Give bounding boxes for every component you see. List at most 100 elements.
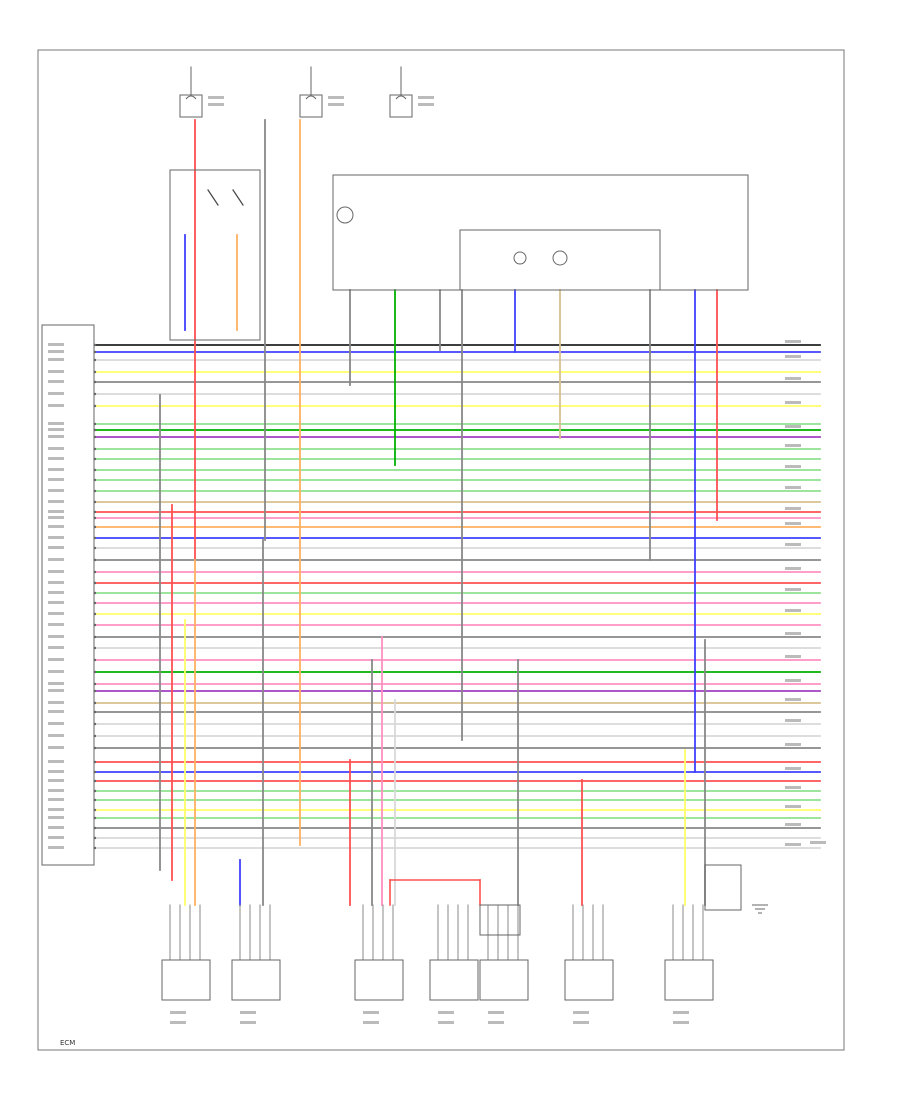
fuse-box [299,94,323,118]
label-mark [48,746,64,749]
transmission-range-switch [161,959,211,1001]
pin-labels [48,96,826,1024]
ground-block [704,864,742,911]
label-mark [673,1021,689,1024]
label-mark [48,570,64,573]
label-mark [48,468,64,471]
label-mark [48,525,64,528]
label-mark [785,609,801,612]
connector-icon [479,904,521,936]
label-mark [573,1011,589,1014]
label-mark [48,710,64,713]
ecm-label: ECM [60,1039,75,1047]
label-mark [48,558,64,561]
label-mark [48,808,64,811]
label-mark [785,679,801,682]
label-mark [48,623,64,626]
label-mark [48,601,64,604]
output-speed-sensor [354,959,404,1001]
label-mark [48,826,64,829]
label-mark [48,646,64,649]
label-mark [48,635,64,638]
label-mark [48,734,64,737]
wire-bus [94,119,821,961]
label-mark [785,444,801,447]
label-mark [785,377,801,380]
label-mark [48,478,64,481]
fuse-icon [185,95,197,100]
sensor-icon [552,250,568,266]
fluid-temp-sensor [429,959,479,1001]
label-mark [170,1021,186,1024]
label-mark [48,658,64,661]
label-mark [48,722,64,725]
fuse-box [389,94,413,118]
label-mark [785,340,801,343]
label-mark [488,1021,504,1024]
label-mark [785,355,801,358]
label-mark [785,843,801,846]
label-mark [48,358,64,361]
label-mark [785,507,801,510]
label-mark [48,510,64,513]
shift-solenoid-block [459,229,661,291]
label-mark [785,567,801,570]
label-mark [170,1011,186,1014]
label-mark [48,836,64,839]
label-mark [240,1021,256,1024]
label-mark [48,500,64,503]
fuse-box [179,94,203,118]
fuse-icon [305,95,317,100]
label-mark [785,655,801,658]
transmission-control-module [332,174,749,291]
label-mark [48,516,64,519]
label-mark [673,1011,689,1014]
label-mark [438,1021,454,1024]
label-mark [328,103,344,106]
label-mark [48,428,64,431]
fuse-icon [395,95,407,100]
vehicle-speed-sensor [479,959,529,1001]
label-mark [208,103,224,106]
label-mark [48,370,64,373]
label-mark [48,380,64,383]
label-mark [48,798,64,801]
label-mark [785,522,801,525]
switch-contact [232,189,244,206]
sensor-icon [513,251,527,265]
label-mark [785,743,801,746]
components [41,66,768,1001]
ecm-connector [41,324,95,866]
label-mark [785,767,801,770]
label-mark [48,404,64,407]
label-mark [48,701,64,704]
label-mark [438,1011,454,1014]
label-mark [785,823,801,826]
switch-housing [169,169,261,341]
label-mark [363,1011,379,1014]
label-mark [48,789,64,792]
label-mark [48,682,64,685]
switch-contact [207,189,219,206]
label-mark [48,689,64,692]
label-mark [48,846,64,849]
label-mark [48,422,64,425]
label-mark [785,719,801,722]
diagram-border [37,49,845,1051]
label-mark [48,350,64,353]
label-mark [48,392,64,395]
label-mark [208,96,224,99]
label-mark [48,343,64,346]
label-mark [785,401,801,404]
label-mark [48,581,64,584]
label-mark [785,805,801,808]
label-mark [48,670,64,673]
input-speed-sensor [231,959,281,1001]
label-mark [785,632,801,635]
label-mark [418,103,434,106]
label-mark [48,770,64,773]
label-mark [785,486,801,489]
label-mark [363,1021,379,1024]
label-mark [488,1011,504,1014]
label-mark [785,425,801,428]
